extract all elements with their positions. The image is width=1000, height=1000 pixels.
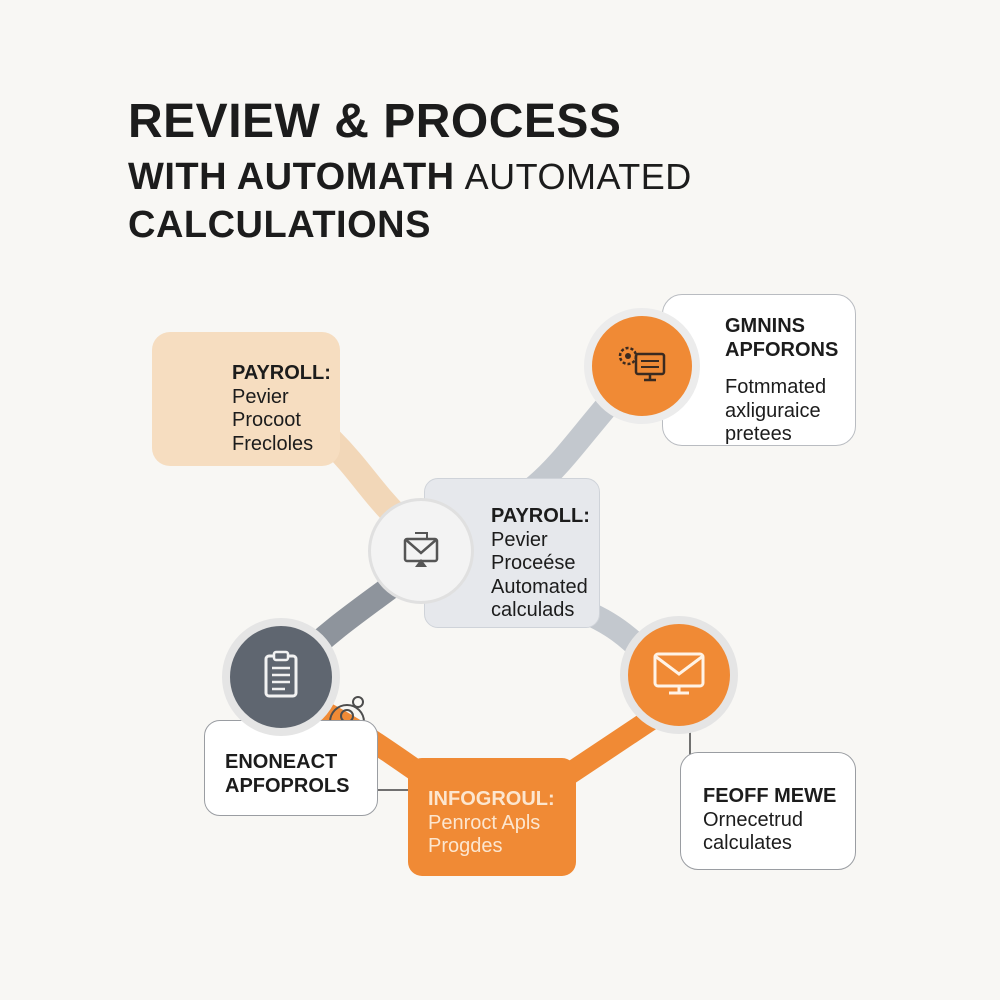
card-enoneact: ENONEACT APFOPROLS [204,720,378,816]
title-line-1: REVIEW & PROCESS [128,95,622,148]
card-infogroul: INFOGROUL: Penroct Apls Progdes [408,758,576,876]
card-payroll-top-line: Frecloles [232,432,314,455]
card-payroll-top: PAYROLL: Pevier Procoot Frecloles [152,332,365,748]
monitor-envelope-icon [649,648,709,703]
card-center-line: Proceése [491,552,576,575]
node-top-right [584,308,700,424]
card-payroll-top-line: Pevier [232,385,289,408]
node-left [222,618,340,736]
card-center-head: PAYROLL: [491,505,590,527]
card-center-line: Automated [491,575,588,598]
card-center-line: Pevier [491,528,548,551]
card-gmnins-line: Fotmmated [725,376,827,399]
card-payroll-top-head: PAYROLL: [232,362,331,384]
envelope-badge-icon [399,527,443,576]
card-gmnins-line: pretees [725,423,792,446]
title-line-2-bold: WITH AUTOMATH [128,155,455,198]
card-infogroul-line: Progdes [428,835,503,858]
card-feoff-line: Ornecetrud [703,808,804,831]
card-gmnins-head: GMNINS [725,315,805,337]
node-bottom-right [620,616,738,734]
card-feoff-head: FEOFF MEWE [703,785,837,807]
clipboard-document-icon [261,650,301,705]
card-gmnins-line: axliguraice [725,399,821,422]
node-center [368,498,474,604]
card-infogroul-head: INFOGROUL: [428,788,555,810]
card-enoneact-line: ENONEACT [225,751,338,773]
gear-monitor-icon [614,340,670,393]
card-feoff: FEOFF MEWE Ornecetrud calculates [680,752,856,870]
card-payroll-top-line: Procoot [232,409,301,432]
title-line-3: CALCULATIONS [128,203,431,246]
card-infogroul-line: Penroct Apls [428,811,541,834]
card-gmnins-head: APFORONS [725,338,839,361]
card-enoneact-line: APFOPROLS [225,774,350,797]
card-feoff-line: calculates [703,832,792,855]
card-center: PAYROLL: Pevier Proceése Automated calc… [424,478,600,628]
card-center-line: calculads [491,599,575,622]
title-line-2-light: AUTOMATED [464,155,692,197]
